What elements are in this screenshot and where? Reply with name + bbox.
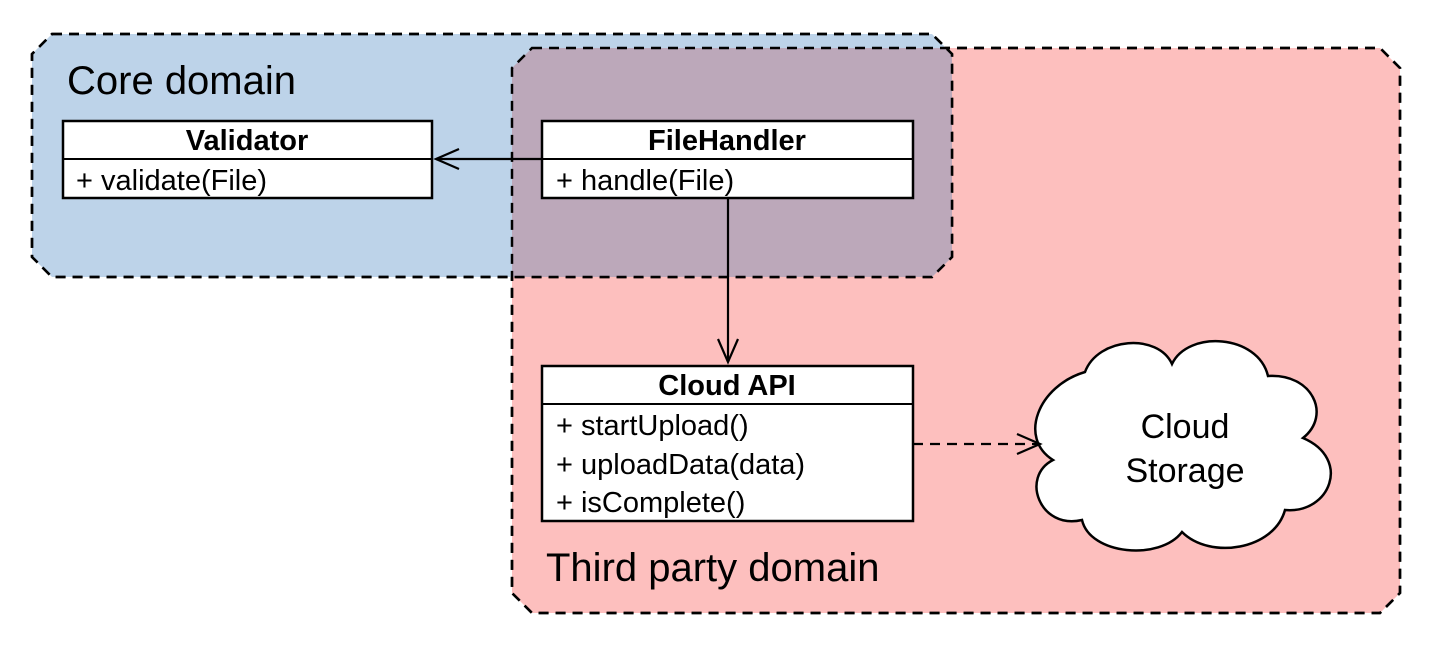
- cloud-storage-label-line2: Storage: [1125, 452, 1244, 490]
- cloud-storage-label-line1: Cloud: [1141, 408, 1230, 446]
- cloud-api-class: Cloud API + startUpload() + uploadData(d…: [540, 364, 915, 523]
- relation-filehandler-cloudapi: [716, 198, 740, 365]
- cloud-storage: Cloud Storage: [1034, 339, 1333, 552]
- file-handler-class: FileHandler + handle(File): [540, 119, 915, 200]
- relation-filehandler-validator: [433, 147, 542, 171]
- third-party-domain-border: [510, 46, 1402, 615]
- validator-class-title: Validator: [186, 125, 309, 157]
- arrowhead-icon: [716, 338, 740, 365]
- cloud-api-method: + isComplete(): [556, 487, 745, 519]
- arrowhead-icon: [1016, 432, 1043, 456]
- validator-class: Validator + validate(File): [61, 119, 434, 200]
- cloud-api-method: + uploadData(data): [556, 449, 805, 481]
- third-party-domain-label: Third party domain: [546, 546, 879, 590]
- core-domain-label: Core domain: [67, 59, 296, 103]
- cloud-icon: [1034, 339, 1333, 552]
- file-handler-method: + handle(File): [556, 165, 734, 197]
- relation-cloudapi-cloudstorage: [913, 432, 1043, 456]
- cloud-api-class-title: Cloud API: [658, 370, 795, 402]
- validator-method: + validate(File): [76, 165, 267, 197]
- arrowhead-icon: [433, 147, 460, 171]
- core-domain-border: [30, 32, 954, 279]
- file-handler-class-title: FileHandler: [648, 125, 806, 157]
- cloud-api-method: + startUpload(): [556, 410, 749, 442]
